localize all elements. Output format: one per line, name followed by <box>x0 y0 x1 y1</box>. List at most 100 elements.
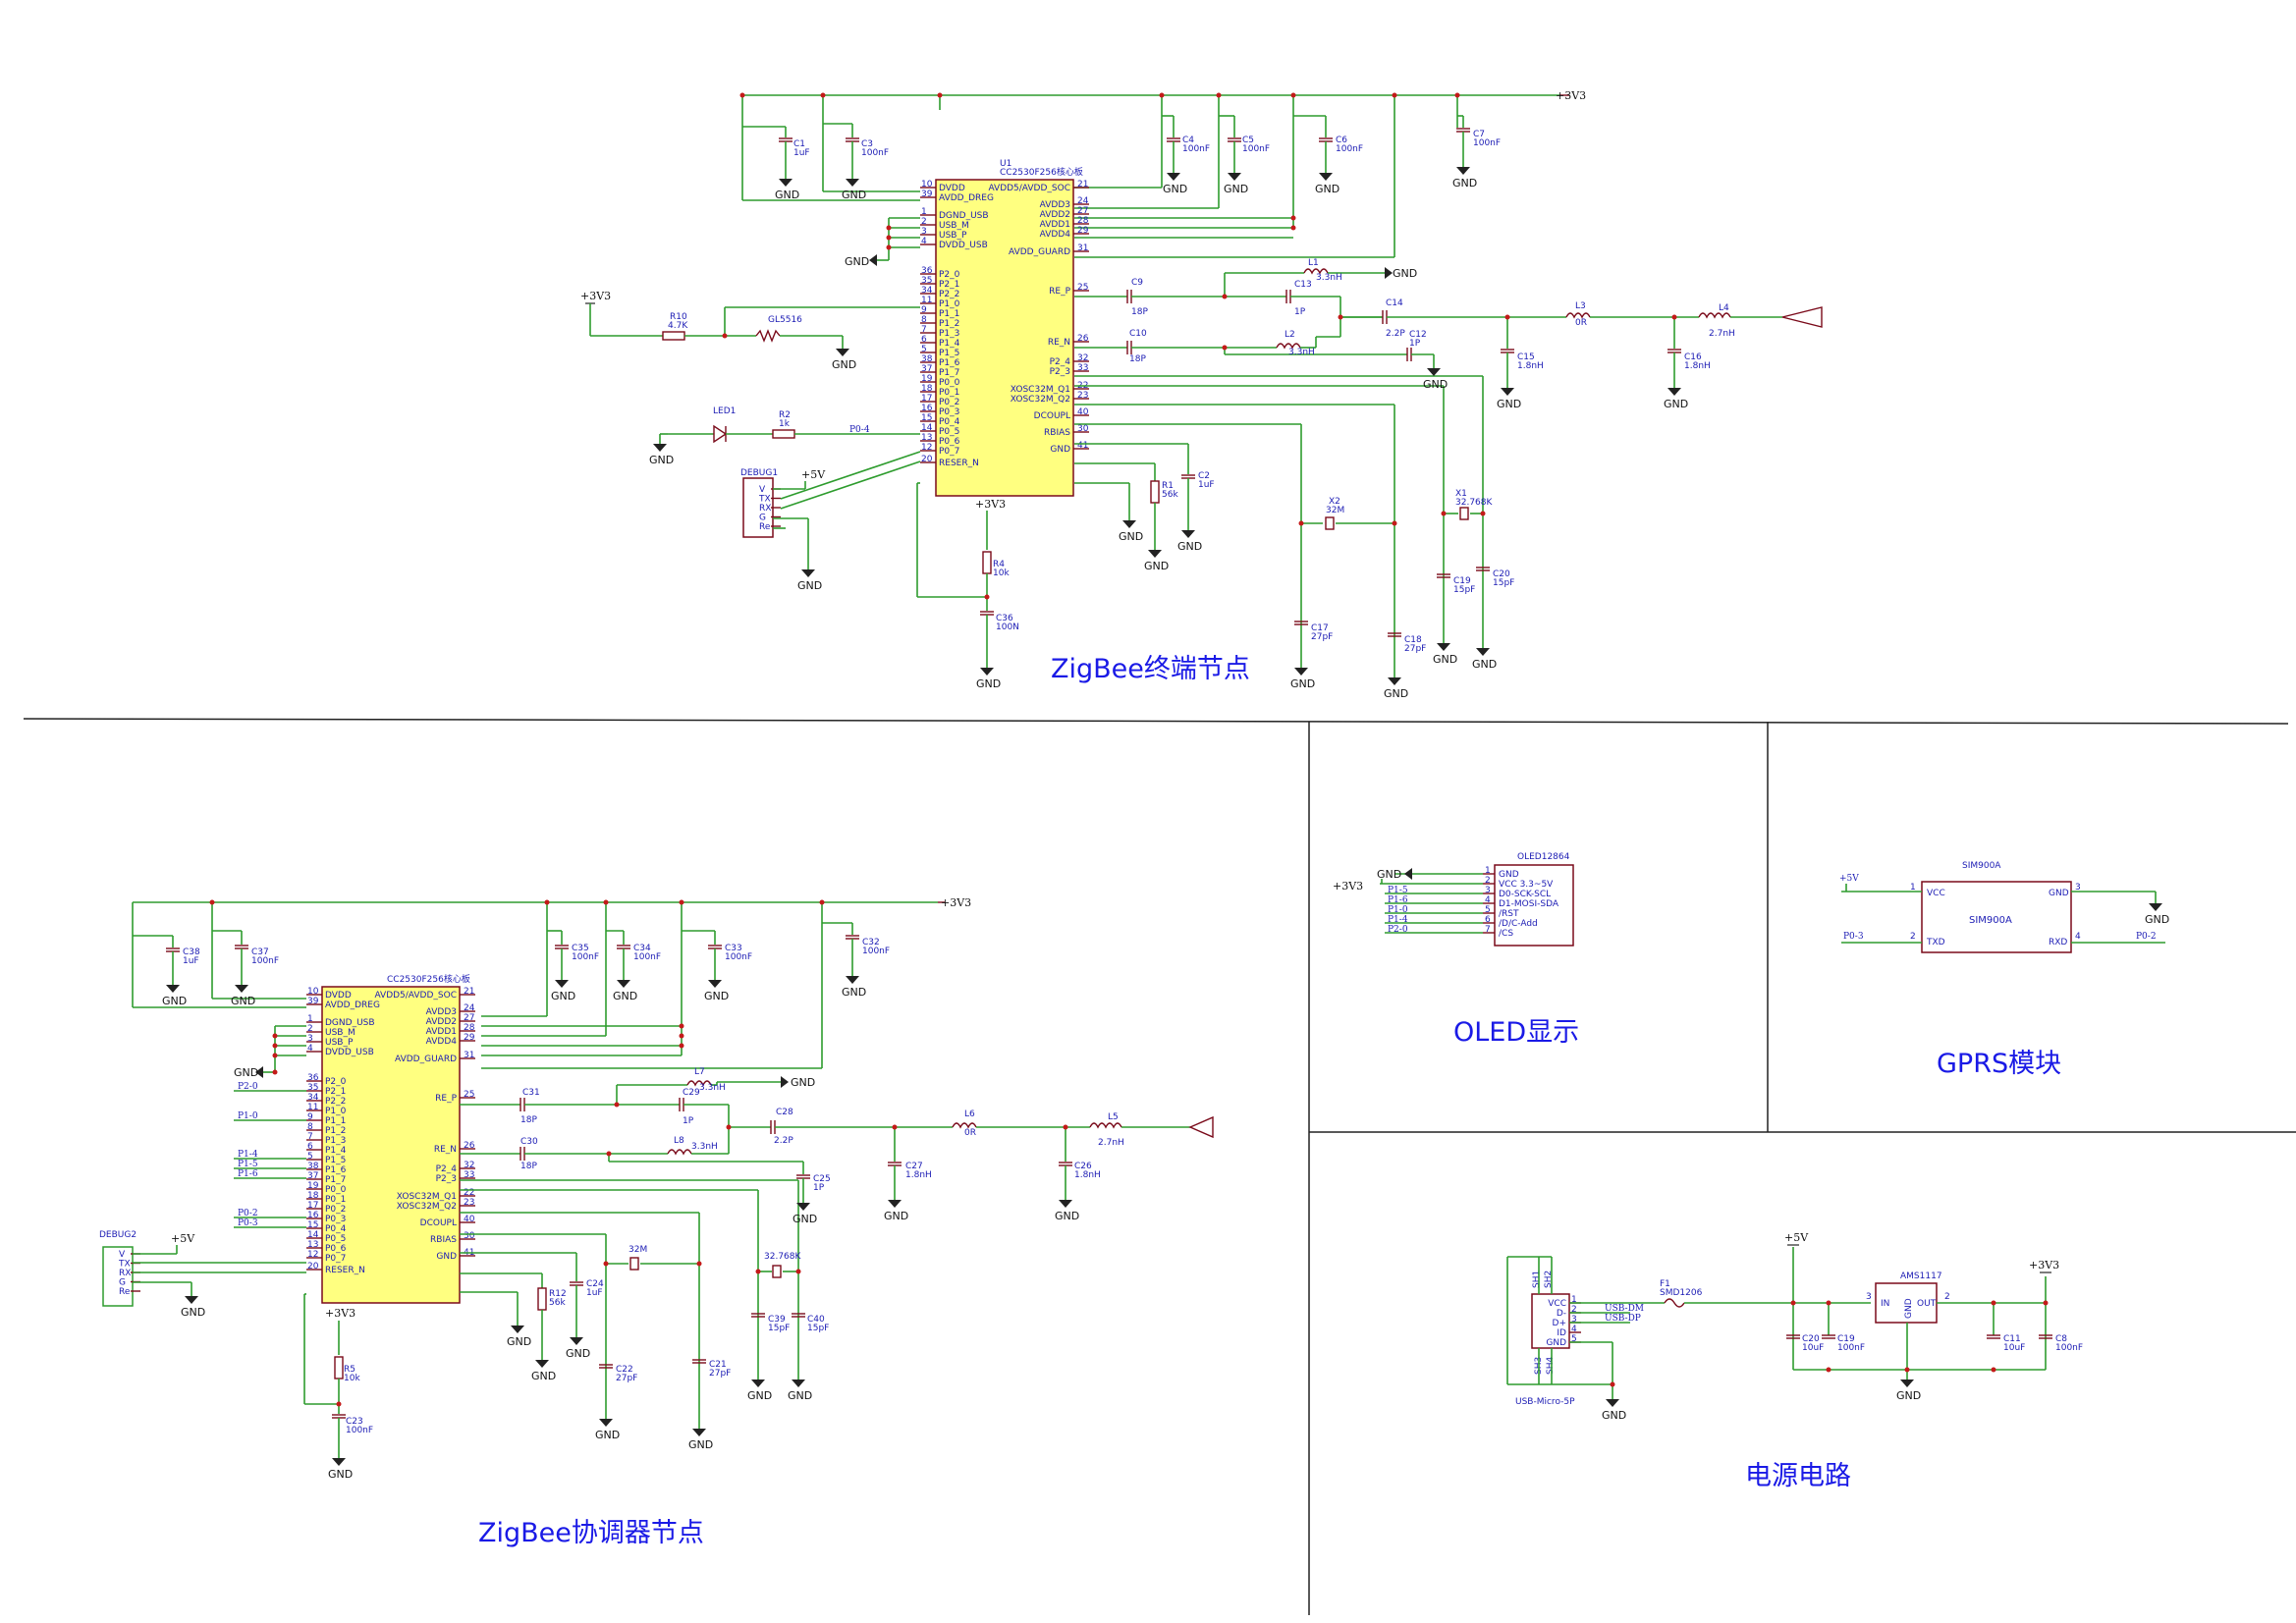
ground-label: GND <box>1472 658 1497 671</box>
oled-pin-name: /D/C-Add <box>1499 919 1538 929</box>
u1-rpin-name: GND <box>1050 445 1070 455</box>
ground-label: GND <box>704 990 729 1002</box>
svg-text:100nF: 100nF <box>346 1426 373 1435</box>
end-c17: C17 27pF <box>1294 621 1333 642</box>
ground-label: GND <box>832 358 856 371</box>
coord-rpin-name: AVDD4 <box>426 1037 458 1047</box>
ground-label: GND <box>566 1347 590 1360</box>
ground-label: GND <box>231 995 255 1007</box>
svg-text:C27: C27 <box>905 1162 923 1171</box>
svg-text:100nF: 100nF <box>633 952 661 962</box>
end-c2: C2 1uF <box>1181 471 1215 530</box>
coord-lpin-num: 3 <box>307 1034 313 1044</box>
ground-label: GND <box>1497 398 1521 410</box>
svg-text:C39: C39 <box>768 1315 786 1325</box>
gprs-net-5v: +5V <box>1839 874 1859 884</box>
svg-text:3: 3 <box>2075 883 2081 893</box>
end-c4: C4 100nF <box>1167 135 1210 173</box>
ground-label: GND <box>1163 183 1187 195</box>
coord-right-pins: 21AVDD5/AVDD_SOC24AVDD327AVDD228AVDD129A… <box>374 987 475 1262</box>
svg-text:C20: C20 <box>1802 1334 1820 1344</box>
end-c1: C1 1uF <box>779 137 810 179</box>
coord-c26: C26 1.8nH <box>1059 1162 1101 1200</box>
coord-rpin-name: GND <box>436 1252 457 1262</box>
u1-rpin-num: 24 <box>1077 196 1089 206</box>
ams1117-body <box>1875 1282 1938 1324</box>
ground-icon <box>692 1429 706 1436</box>
ams1117-part: AMS1117 <box>1900 1271 1942 1281</box>
u1-lpin-num: 3 <box>921 227 927 237</box>
ground-label: GND <box>1433 653 1457 666</box>
coord-rpin-name: RBIAS <box>430 1235 457 1245</box>
ground-icon <box>846 976 859 984</box>
svg-text:27pF: 27pF <box>1404 644 1426 654</box>
coord-lpin-name: P2_0 <box>325 1077 347 1087</box>
ground-icon <box>599 1419 613 1427</box>
end-c20: C20 15pF <box>1476 567 1514 588</box>
usb-pin-num: 3 <box>1571 1315 1577 1325</box>
usb-pin-name: VCC <box>1548 1299 1566 1309</box>
ground-label: GND <box>328 1468 353 1481</box>
coord-l6: L6 <box>964 1109 975 1119</box>
coord-lpin-num: 19 <box>307 1181 319 1191</box>
debug2-pin: Re <box>119 1287 131 1297</box>
svg-text:TXD: TXD <box>1926 938 1945 947</box>
coord-rpin-num: 23 <box>464 1198 474 1208</box>
ground-icon <box>1900 1380 1914 1387</box>
debug1-pin: RX <box>759 504 771 514</box>
end-c6: C6 100nF <box>1319 135 1363 173</box>
ground-label: GND <box>234 1066 258 1079</box>
power-c11: C11 10uF <box>1987 1334 2025 1353</box>
u1-lpin-num: 37 <box>921 364 932 374</box>
svg-text:100nF: 100nF <box>861 148 889 158</box>
svg-text:1P: 1P <box>1409 339 1421 349</box>
svg-text:27pF: 27pF <box>1311 632 1333 642</box>
svg-text:C24: C24 <box>586 1279 604 1289</box>
end-led1: LED1 <box>713 406 736 416</box>
svg-text:SH4: SH4 <box>1546 1357 1556 1375</box>
svg-text:1.8nH: 1.8nH <box>1517 361 1544 371</box>
end-c16: C16 1.8nH <box>1667 349 1711 388</box>
section-dividers <box>23 718 2296 1615</box>
coord-c34: C34 100nF <box>617 944 661 980</box>
svg-text:VCC: VCC <box>1927 889 1945 898</box>
coord-c21: C21 27pF <box>692 1359 731 1379</box>
svg-text:100nF: 100nF <box>1182 144 1210 154</box>
end-r10: R10 <box>670 312 687 322</box>
gprs-module: SIM900A SIM900A VCC GND TXD RXD 1 3 2 4 … <box>1839 861 2165 953</box>
debug1-pin: TX <box>758 495 771 505</box>
svg-text:1uF: 1uF <box>586 1288 603 1298</box>
u1-lpin-name: P0_7 <box>939 447 959 457</box>
ground-icon <box>1501 388 1514 396</box>
ground-icon <box>570 1337 583 1345</box>
u1-lpin-name: P0_3 <box>939 407 959 417</box>
title-gprs: GPRS模块 <box>1937 1049 2061 1079</box>
u1-lpin-name: P2_1 <box>939 280 959 290</box>
power-c19: C19 100nF <box>1822 1334 1865 1353</box>
ground-icon <box>1319 173 1333 181</box>
u1-rpin-num: 25 <box>1077 283 1088 293</box>
ground-icon <box>1388 677 1401 685</box>
coord-rpin-num: 28 <box>464 1023 475 1033</box>
u1-rpin-name: RE_N <box>1048 338 1070 348</box>
end-node-circuit: +3V3 <box>580 89 1823 700</box>
svg-text:32M: 32M <box>1326 506 1344 515</box>
u1-lpin-name: P1_5 <box>939 349 959 358</box>
power-v33: +3V3 <box>2029 1259 2059 1271</box>
usb-pin-name: D- <box>1557 1309 1566 1319</box>
ground-icon <box>555 980 569 988</box>
coord-lpin-num: 13 <box>307 1240 318 1250</box>
usb-pin-name: D+ <box>1553 1319 1566 1328</box>
svg-text:C35: C35 <box>572 944 589 953</box>
ground-label: GND <box>2145 913 2169 926</box>
ground-icon <box>1294 668 1308 676</box>
svg-text:C17: C17 <box>1311 623 1329 633</box>
u1-lpin-num: 35 <box>921 276 932 286</box>
coord-lpin-num: 18 <box>307 1191 319 1201</box>
ground-icon <box>792 1380 805 1387</box>
oled-net-label: P1-5 <box>1388 886 1408 895</box>
svg-text:100nF: 100nF <box>725 952 752 962</box>
ground-icon <box>1059 1200 1072 1208</box>
debug2-pin: TX <box>118 1260 131 1270</box>
